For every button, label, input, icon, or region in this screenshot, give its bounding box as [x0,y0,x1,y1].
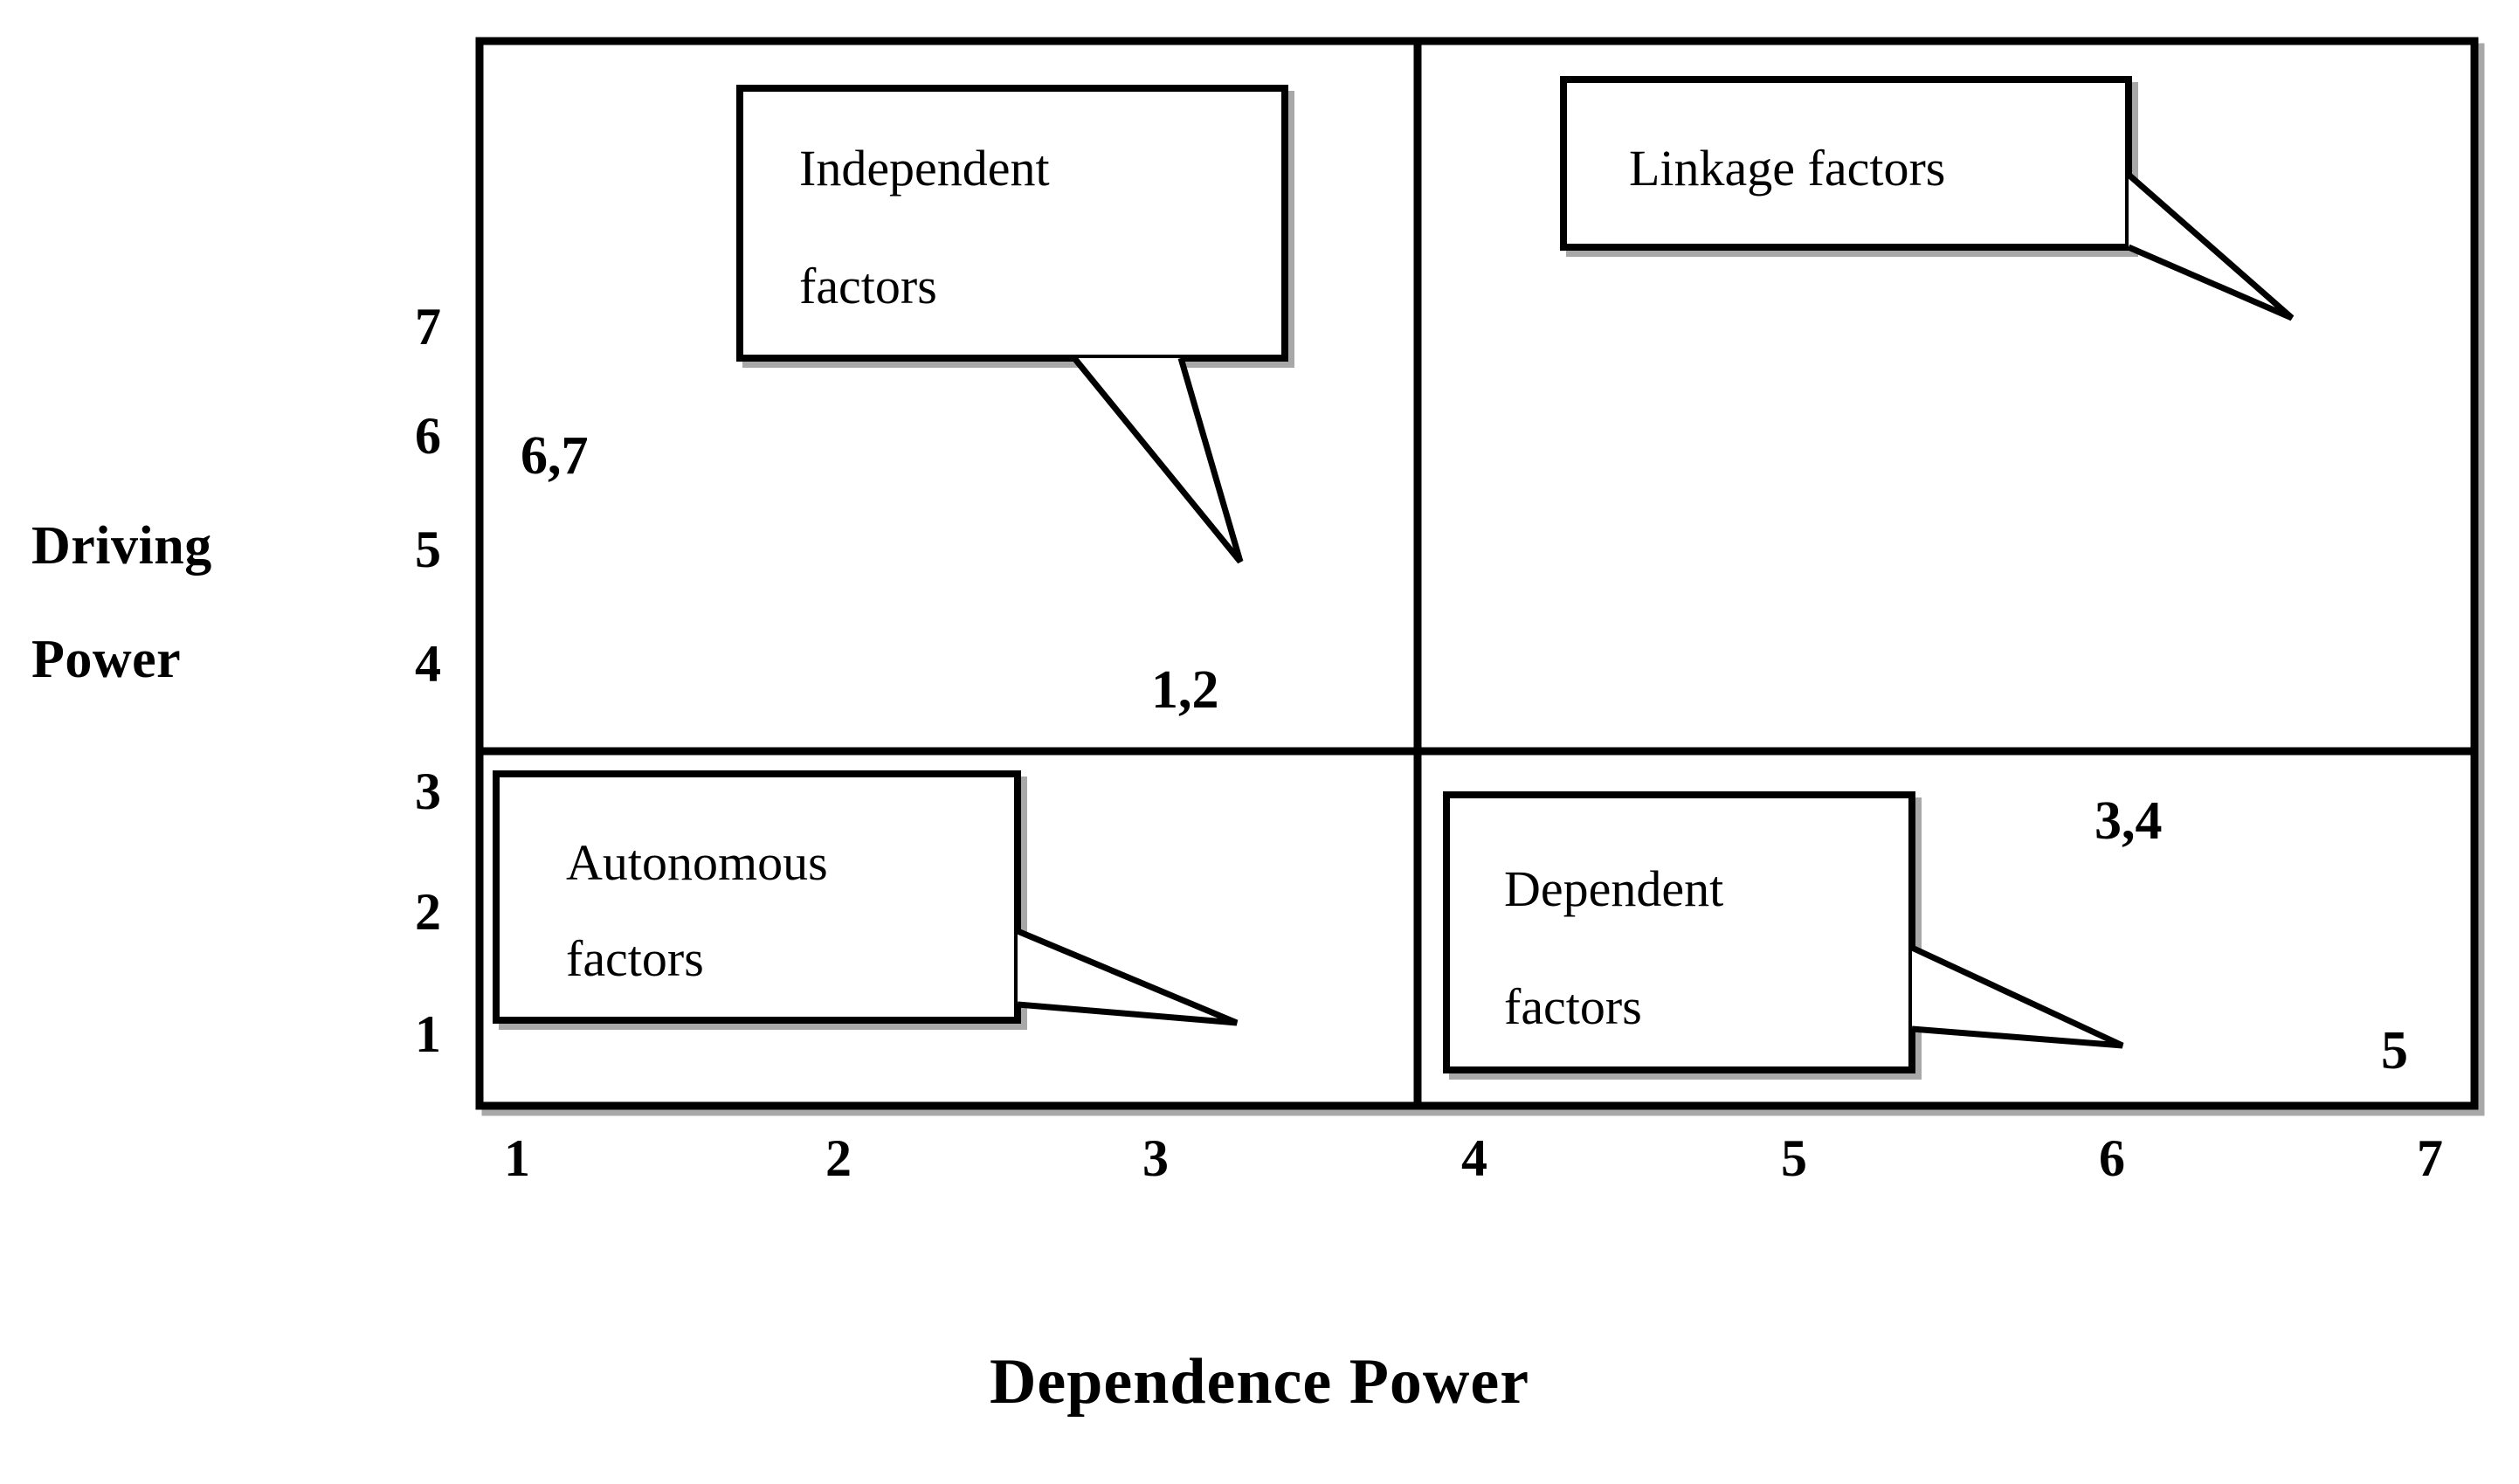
y-tick-4: 4 [415,635,441,693]
dependent-callout-line2: factors [1504,978,1642,1035]
independent-callout-shape[interactable] [736,85,1294,564]
autonomous-callout-line2: factors [566,930,704,987]
y-tick-3: 3 [415,763,441,820]
x-tick-4: 4 [1461,1129,1487,1187]
y-axis-title-line1: Driving [31,516,212,576]
y-axis-title-line2: Power [31,630,182,689]
linkage-callout-line1: Linkage factors [1629,140,1946,197]
x-tick-3: 3 [1142,1129,1169,1187]
x-tick-1: 1 [504,1129,530,1187]
y-tick-6: 6 [415,407,441,465]
x-axis-title: Dependence Power [989,1346,1530,1418]
dependent-callout-shape[interactable] [1443,791,2124,1080]
dependent-callout-line1: Dependent [1504,860,1724,917]
x-tick-5: 5 [1781,1129,1807,1187]
data-label-3-4: 3,4 [2095,791,2163,851]
x-tick-2: 2 [825,1129,852,1187]
independent-callout-line1: Independent [799,140,1050,197]
y-tick-2: 2 [415,883,441,941]
data-label-6-7: 6,7 [521,426,589,486]
independent-callout-line2: factors [799,258,937,314]
autonomous-callout-line1: Autonomous [566,834,828,891]
linkage-callout-shape[interactable] [1560,76,2295,321]
autonomous-callout-shape[interactable] [493,770,1239,1030]
y-tick-5: 5 [415,521,441,578]
y-tick-1: 1 [415,1005,441,1063]
x-tick-6: 6 [2099,1129,2125,1187]
data-label-5: 5 [2381,1021,2408,1080]
x-tick-7: 7 [2417,1129,2443,1187]
y-tick-7: 7 [415,298,441,355]
data-label-1-2: 1,2 [1151,660,1219,720]
